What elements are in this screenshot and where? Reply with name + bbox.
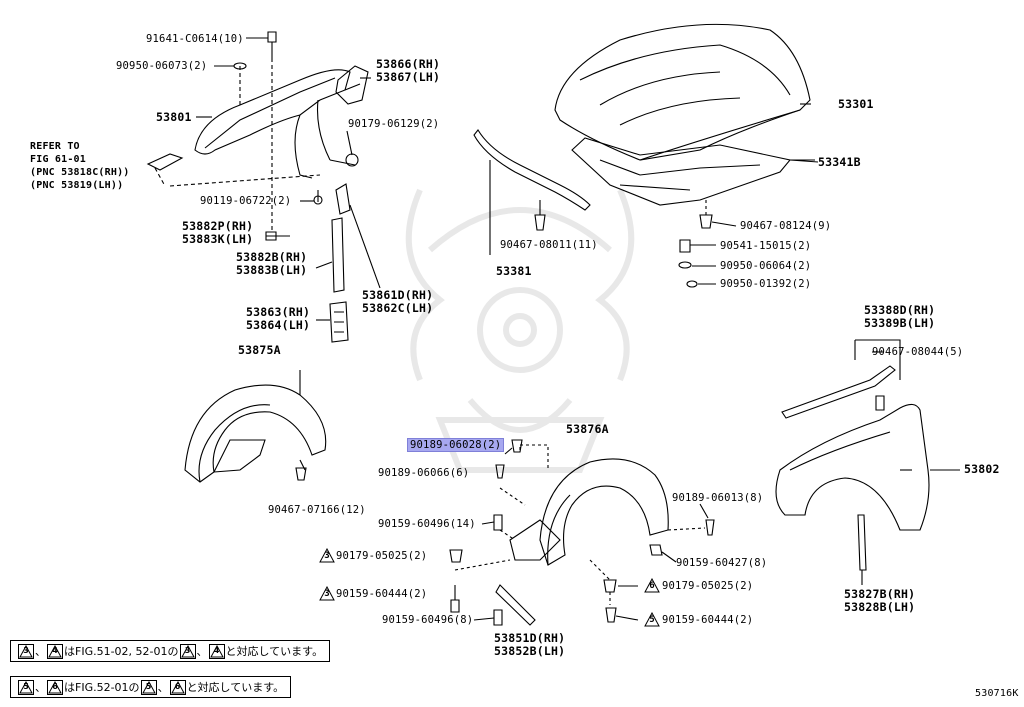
label-90159-60427[interactable]: 90159-60427(8): [676, 557, 768, 569]
note-triangle-5b: 5: [140, 679, 157, 695]
note-separator: 、: [196, 645, 208, 658]
bracket-53866: [335, 65, 369, 105]
label-53875a[interactable]: 53875A: [238, 343, 281, 357]
label-90467-07166[interactable]: 90467-07166(12): [268, 504, 366, 516]
note-triangle-5: 5: [18, 679, 34, 695]
marker-triangle-3-lower: 3: [319, 586, 335, 601]
refer-line-3: (PNC 53818C(RH)): [30, 167, 130, 178]
note-separator: 、: [35, 681, 46, 694]
label-53381[interactable]: 53381: [496, 264, 532, 278]
label-53882p[interactable]: 53882P(RH): [182, 219, 254, 233]
cover-53863: [329, 301, 349, 343]
label-53883b[interactable]: 53883B(LH): [236, 263, 308, 277]
note-fig-52-01: 5 、 6 はFIG.52-01の 5 、 6 と対応しています。: [10, 676, 292, 698]
label-53301[interactable]: 53301: [838, 97, 874, 111]
label-53341b[interactable]: 53341B: [818, 155, 861, 169]
marker-triangle-5: 5: [644, 612, 660, 627]
note-triangle-4: 4: [47, 643, 63, 659]
note-text: はFIG.51-02, 52-01の: [64, 645, 179, 658]
molding-53388d: [781, 365, 896, 419]
refer-line-2: FIG 61-01: [30, 154, 86, 165]
label-53828b[interactable]: 53828B(LH): [844, 600, 916, 614]
label-90189-06028-highlighted[interactable]: 90189-06028(2): [407, 438, 505, 452]
watermark-emblem: [405, 188, 635, 473]
label-90179-05025-left[interactable]: 90179-05025(2): [336, 550, 428, 562]
label-53851d[interactable]: 53851D(RH): [494, 631, 566, 645]
hood-insulator-53341b: [571, 137, 792, 206]
note-triangle-3: 3: [18, 643, 34, 659]
liner-53876a: [539, 458, 669, 566]
label-53827b[interactable]: 53827B(RH): [844, 587, 916, 601]
refer-line-1: REFER TO: [30, 141, 80, 152]
label-53388d[interactable]: 53388D(RH): [864, 303, 936, 317]
hood-53301: [554, 23, 811, 161]
label-53863[interactable]: 53863(RH): [246, 305, 311, 319]
liner-53875a: [184, 384, 327, 483]
label-53389b[interactable]: 53389B(LH): [864, 316, 936, 330]
seal-53861d: [335, 183, 351, 215]
note-text: と対応しています。: [186, 681, 285, 694]
label-53862c[interactable]: 53862C(LH): [362, 301, 434, 315]
label-90159-60444-left[interactable]: 90159-60444(2): [336, 588, 428, 600]
label-90159-60444-right[interactable]: 90159-60444(2): [662, 614, 754, 626]
note-triangle-4b: 4: [208, 643, 225, 659]
note-text: はFIG.52-01の: [64, 681, 140, 694]
label-53867[interactable]: 53867(LH): [376, 70, 441, 84]
label-90119-06722[interactable]: 90119-06722(2): [200, 195, 292, 207]
refer-line-4: (PNC 53819(LH)): [30, 180, 124, 191]
label-90950-06073[interactable]: 90950-06073(2): [116, 60, 208, 72]
note-text: と対応しています。: [225, 645, 324, 658]
label-90950-06064[interactable]: 90950-06064(2): [720, 260, 812, 272]
label-90179-05025-right[interactable]: 90179-05025(2): [662, 580, 754, 592]
label-90467-08124[interactable]: 90467-08124(9): [740, 220, 832, 232]
note-separator: 、: [157, 681, 169, 694]
label-90467-08044[interactable]: 90467-08044(5): [872, 346, 964, 358]
label-53864[interactable]: 53864(LH): [246, 318, 311, 332]
label-90179-06129[interactable]: 90179-06129(2): [348, 118, 440, 130]
bracket-53851d: [495, 584, 536, 626]
label-53883k[interactable]: 53883K(LH): [182, 232, 254, 246]
diagram-id: 530716K: [975, 688, 1019, 699]
label-90467-08011[interactable]: 90467-08011(11): [500, 239, 598, 251]
note-triangle-6b: 6: [169, 679, 186, 695]
label-53802[interactable]: 53802: [964, 462, 1000, 476]
label-90950-01392[interactable]: 90950-01392(2): [720, 278, 812, 290]
seal-53381: [473, 129, 591, 211]
note-fig-51-02: 3 、 4 はFIG.51-02, 52-01の 3 、 4 と対応しています。: [10, 640, 331, 662]
seal-53882b: [331, 217, 345, 293]
label-53882b[interactable]: 53882B(RH): [236, 250, 308, 264]
label-53861d[interactable]: 53861D(RH): [362, 288, 434, 302]
note-separator: 、: [35, 645, 46, 658]
label-90159-60496-14[interactable]: 90159-60496(14): [378, 518, 476, 530]
label-53866[interactable]: 53866(RH): [376, 57, 441, 71]
label-53852b[interactable]: 53852B(LH): [494, 644, 566, 658]
label-90189-06066[interactable]: 90189-06066(6): [378, 467, 470, 479]
marker-triangle-6: 6: [644, 578, 660, 593]
note-triangle-3b: 3: [179, 643, 196, 659]
label-53801[interactable]: 53801: [156, 110, 192, 124]
label-90159-60496-8[interactable]: 90159-60496(8): [382, 614, 474, 626]
label-90541-15015[interactable]: 90541-15015(2): [720, 240, 812, 252]
note-triangle-6: 6: [47, 679, 63, 695]
label-90189-06013[interactable]: 90189-06013(8): [672, 492, 764, 504]
fender-53802: [775, 403, 930, 531]
marker-triangle-3-upper: 3: [319, 548, 335, 563]
label-91641-c0614[interactable]: 91641-C0614(10): [146, 33, 244, 45]
label-53876a[interactable]: 53876A: [566, 422, 609, 436]
